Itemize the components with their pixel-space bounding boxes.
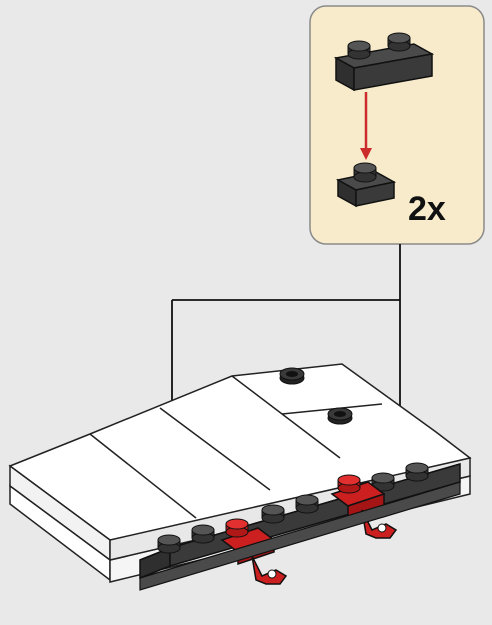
callout-plate-1x2 (333, 32, 435, 92)
callout-arrow-icon (360, 92, 372, 160)
tile-stud-icon (327, 407, 353, 425)
tile-stud-icon (279, 367, 305, 385)
stud-icon (387, 32, 411, 52)
stud-icon (347, 40, 371, 60)
red-clip-right (330, 474, 398, 539)
row-studs (157, 462, 429, 554)
stud-icon (295, 494, 319, 514)
stud-icon (191, 524, 215, 544)
stud-icon (261, 504, 285, 524)
callout-plate-1x1 (335, 162, 397, 208)
stud-icon (405, 462, 429, 482)
stud-icon (353, 162, 377, 183)
quantity-label: 2x (408, 190, 446, 228)
row-bottom-edge (139, 481, 461, 591)
stud-icon (157, 534, 181, 554)
